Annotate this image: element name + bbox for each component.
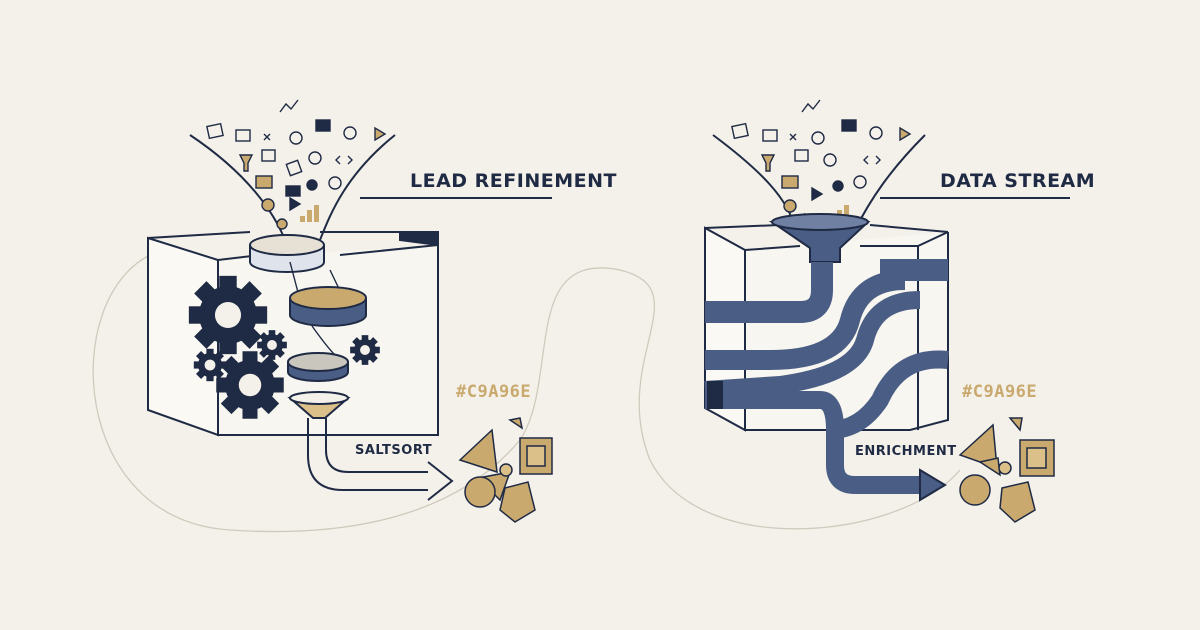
right-title: DATA STREAM [940,170,1096,192]
left-output-arrow [307,418,454,501]
right-flow-label: ENRICHMENT [855,444,957,459]
connector-curve [92,254,961,533]
left-title: LEAD REFINEMENT [410,170,617,192]
right-gems [958,417,1055,523]
left-gems [458,417,553,523]
right-color-label: #C9A96E [962,382,1038,402]
left-color-label: #C9A96E [456,382,532,402]
right-icons-cloud [731,99,912,228]
right-pipes [704,213,949,502]
left-icons-cloud [206,99,387,230]
left-sieves [249,234,367,419]
left-flow-label: SALTSORT [355,443,433,458]
